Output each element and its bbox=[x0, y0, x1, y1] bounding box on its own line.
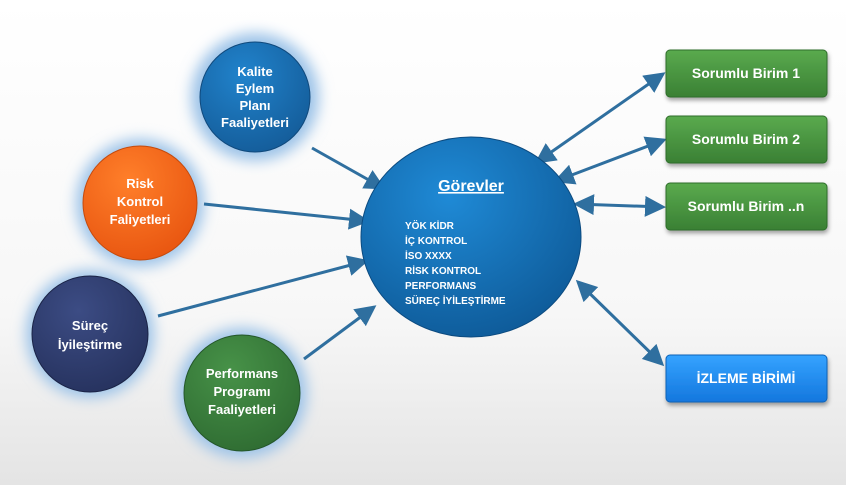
center-item: İSO XXXX bbox=[405, 249, 452, 262]
arrow-center-birim-n bbox=[573, 194, 666, 217]
center-item: PERFORMANS bbox=[405, 281, 476, 292]
surec-line-1: Süreç bbox=[72, 318, 108, 333]
birim-1-label: Sorumlu Birim 1 bbox=[692, 65, 800, 81]
box-izleme: İZLEME BİRİMİ bbox=[665, 354, 828, 403]
kalite-line-1: Kalite bbox=[237, 64, 272, 79]
box-birim-2: Sorumlu Birim 2 bbox=[665, 115, 828, 164]
birim-2-label: Sorumlu Birim 2 bbox=[692, 131, 800, 147]
izleme-label: İZLEME BİRİMİ bbox=[697, 370, 796, 386]
arrow-kalite-to-center bbox=[311, 146, 386, 190]
arrows bbox=[157, 72, 667, 367]
surec-line-2: İyileştirme bbox=[58, 337, 122, 352]
node-risk: Risk Kontrol Faliyetleri bbox=[82, 145, 198, 261]
node-center: Görevler YÖK KİDR İÇ KONTROL İSO XXXX Rİ… bbox=[360, 136, 582, 338]
risk-line-1: Risk bbox=[126, 176, 154, 191]
arrow-performans-to-center bbox=[303, 305, 377, 361]
risk-line-3: Faliyetleri bbox=[110, 212, 171, 227]
arrow-surec-to-center bbox=[157, 255, 369, 318]
center-item: RİSK KONTROL bbox=[405, 264, 481, 277]
risk-line-2: Kontrol bbox=[117, 194, 163, 209]
performans-line-1: Performans bbox=[206, 366, 278, 381]
box-birim-n: Sorumlu Birim ..n bbox=[665, 182, 828, 231]
node-surec: Süreç İyileştirme bbox=[31, 275, 149, 393]
birim-n-label: Sorumlu Birim ..n bbox=[688, 198, 805, 214]
box-birim-1: Sorumlu Birim 1 bbox=[665, 49, 828, 98]
arrow-risk-to-center bbox=[203, 202, 370, 230]
performans-line-3: Faaliyetleri bbox=[208, 402, 276, 417]
kalite-line-4: Faaliyetleri bbox=[221, 115, 289, 130]
node-kalite: Kalite Eylem Planı Faaliyetleri bbox=[199, 41, 311, 153]
center-item: İÇ KONTROL bbox=[405, 234, 467, 247]
center-title: Görevler bbox=[438, 178, 504, 195]
center-item: YÖK KİDR bbox=[405, 219, 455, 232]
node-performans: Performans Programı Faaliyetleri bbox=[183, 334, 301, 452]
performans-line-2: Programı bbox=[213, 384, 270, 399]
arrow-center-birim-2 bbox=[553, 136, 667, 185]
arrow-center-izleme bbox=[575, 279, 665, 367]
kalite-line-2: Eylem bbox=[236, 81, 274, 96]
center-item: SÜREÇ İYİLEŞTİRME bbox=[405, 294, 506, 307]
kalite-line-3: Planı bbox=[239, 98, 270, 113]
